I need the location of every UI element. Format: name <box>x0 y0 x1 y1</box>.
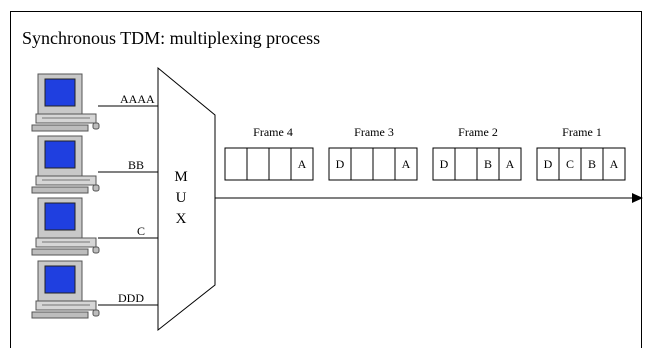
figure-border <box>10 11 642 348</box>
slot-text: C <box>566 157 574 171</box>
slot-text: B <box>484 157 492 171</box>
frame-label: Frame 1 <box>562 125 602 139</box>
slot-text: A <box>298 157 307 171</box>
source-label-ddd: DDD <box>118 291 144 305</box>
source-label-aaaa: AAAA <box>120 92 155 106</box>
computer-icon <box>31 73 100 132</box>
frame-3: Frame 3 D A <box>328 125 418 181</box>
computer-icon <box>31 197 100 256</box>
source-computer-a: AAAA <box>31 73 158 132</box>
slot-text: D <box>336 157 345 171</box>
frame-label: Frame 4 <box>253 125 293 139</box>
source-computer-c: C <box>31 197 158 256</box>
source-computer-b: BB <box>31 135 158 194</box>
frame-slot <box>602 147 626 181</box>
slot-text: A <box>506 157 515 171</box>
mux-letter-m: M <box>174 169 187 185</box>
source-computer-d: DDD <box>31 260 158 319</box>
arrow-right-icon <box>632 193 643 203</box>
slot-text: A <box>610 157 619 171</box>
slot-text: B <box>588 157 596 171</box>
frame-slot <box>268 147 292 181</box>
source-label-c: C <box>137 224 145 238</box>
mux-letter-x: X <box>176 211 187 227</box>
frame-slot <box>372 147 396 181</box>
frame-1: Frame 1 D C B A <box>536 125 626 181</box>
frame-slot <box>224 147 248 181</box>
slot-text: D <box>440 157 449 171</box>
computer-icon <box>31 260 100 319</box>
frame-slot <box>290 147 314 181</box>
frame-slot <box>394 147 418 181</box>
slot-text: A <box>402 157 411 171</box>
frame-slot <box>246 147 270 181</box>
frame-slot <box>350 147 374 181</box>
slot-text: D <box>544 157 553 171</box>
diagram-title: Synchronous TDM: multiplexing process <box>22 28 321 48</box>
frame-label: Frame 3 <box>354 125 394 139</box>
frame-slot <box>454 147 478 181</box>
frame-4: Frame 4 A <box>224 125 314 181</box>
frame-label: Frame 2 <box>458 125 498 139</box>
computer-icon <box>31 135 100 194</box>
mux-letter-u: U <box>176 190 187 206</box>
frame-slot <box>498 147 522 181</box>
mux-block <box>157 66 216 332</box>
frame-2: Frame 2 D B A <box>432 125 522 181</box>
source-label-bb: BB <box>128 158 144 172</box>
